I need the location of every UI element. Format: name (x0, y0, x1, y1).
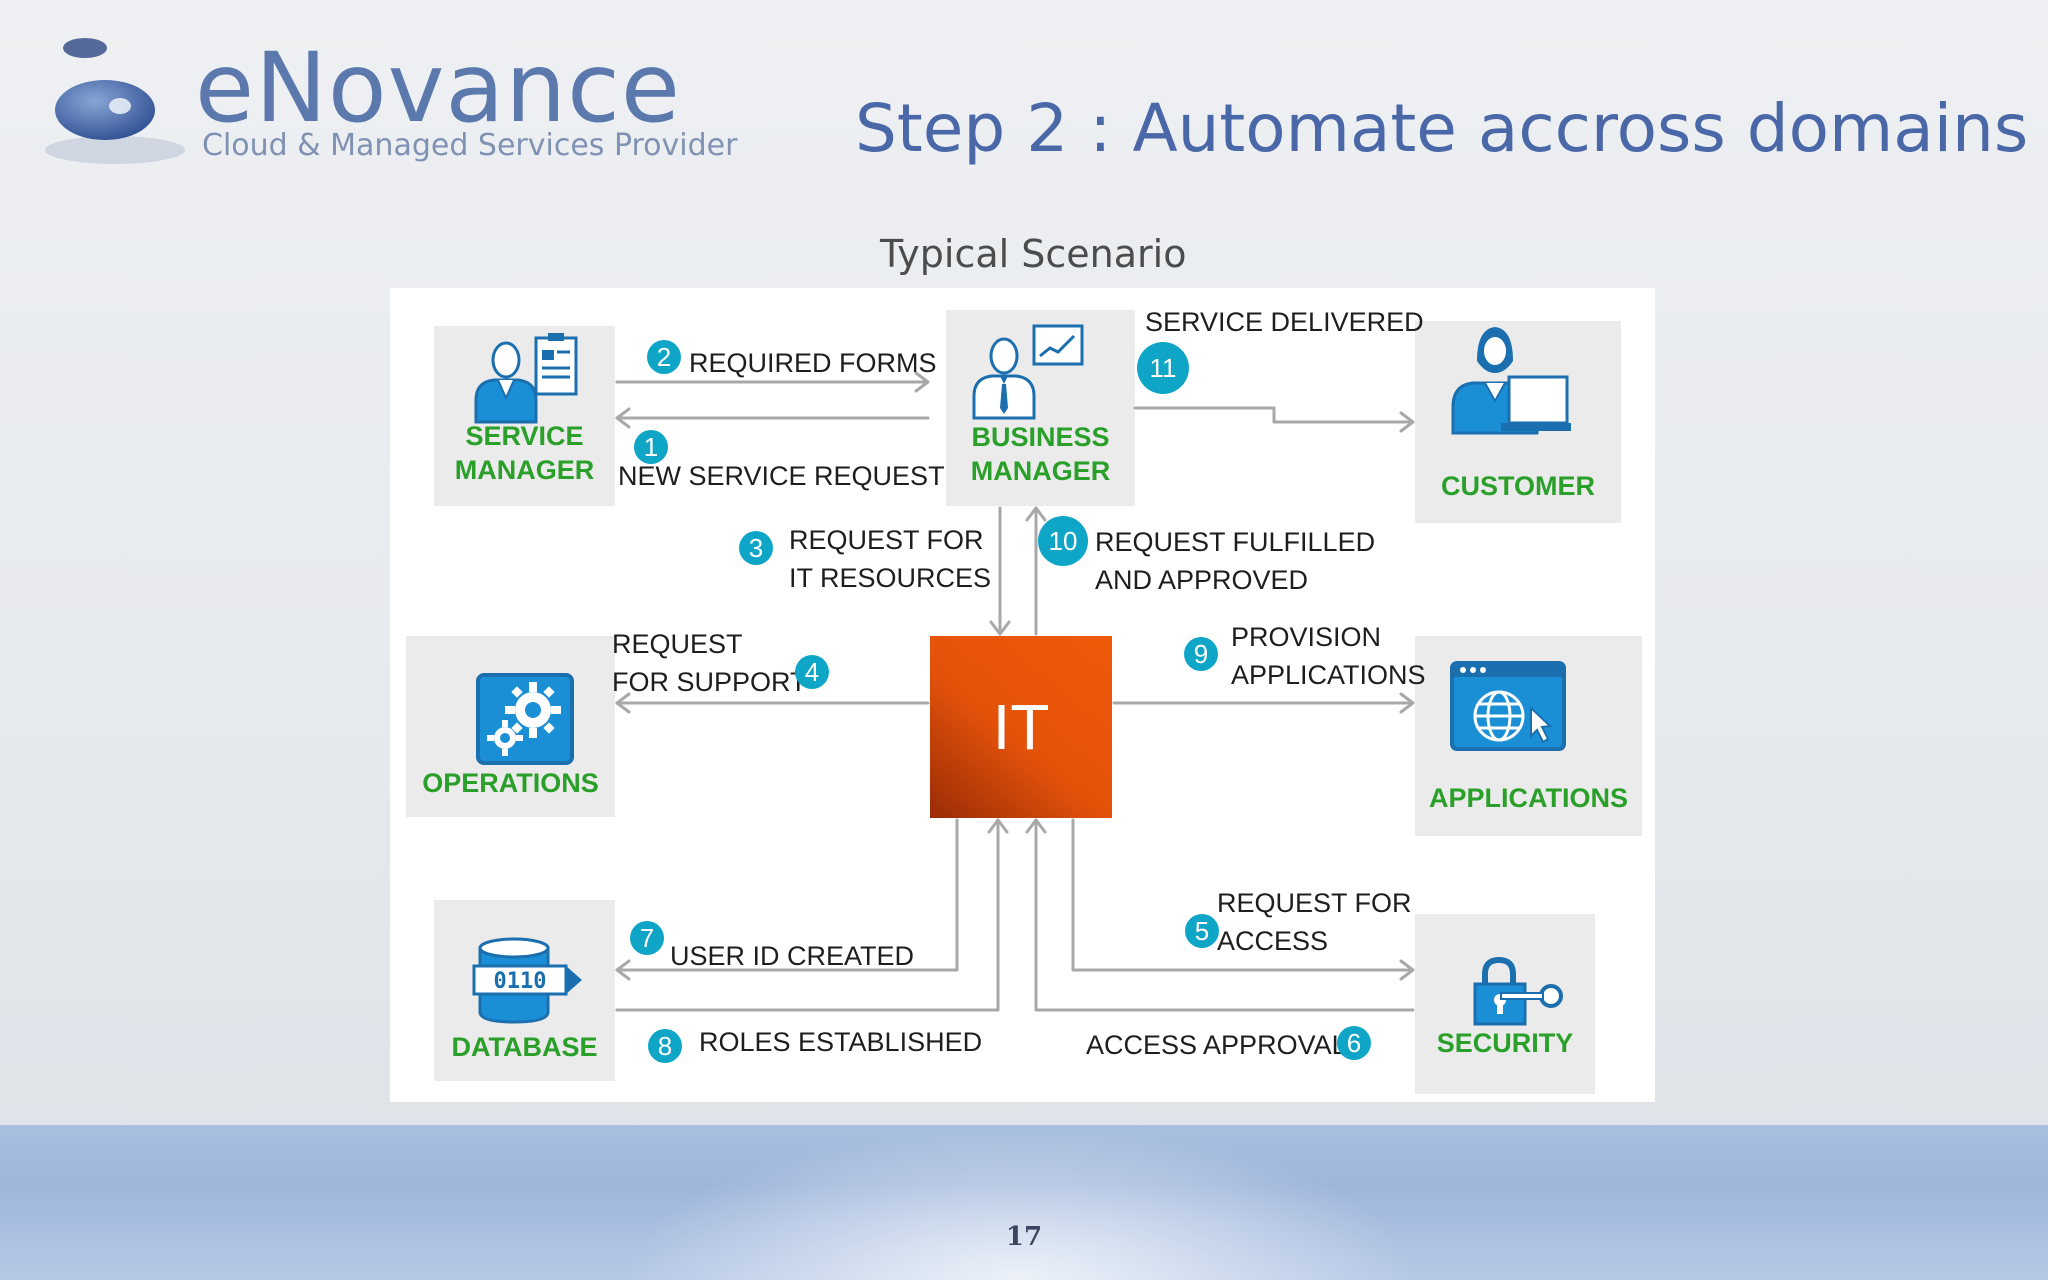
node-database: 0110 DATABASE (434, 900, 615, 1081)
step-3-badge: 3 (739, 531, 773, 565)
step-7-badge: 7 (630, 921, 664, 955)
arrow-request-it-resources (989, 506, 1011, 636)
step-6-label: ACCESS APPROVAL (1086, 1030, 1347, 1060)
business-manager-label: BUSINESS MANAGER (970, 422, 1111, 486)
step-11-label: SERVICE DELIVERED (1145, 307, 1424, 337)
arrow-user-id-created (615, 818, 959, 981)
lock-key-icon (1473, 956, 1563, 1026)
step-3-label: REQUEST FOR IT RESOURCES (789, 525, 992, 593)
node-applications: APPLICATIONS (1415, 636, 1642, 836)
arrow-roles-established (615, 818, 1009, 1012)
enovance-logo: eNovance Cloud & Managed Services Provid… (40, 32, 737, 173)
step-5-label: REQUEST FOR ACCESS (1217, 888, 1412, 956)
step-8-badge: 8 (648, 1029, 682, 1063)
diagram-subtitle: Typical Scenario (880, 232, 1187, 276)
business-manager-icon (972, 324, 1084, 420)
step-2-badge: 2 (647, 340, 681, 374)
arrow-new-service-request (615, 407, 930, 429)
gears-icon (476, 673, 574, 765)
step-5-badge: 5 (1185, 914, 1219, 948)
arrow-service-delivered (1133, 406, 1415, 433)
node-service-manager: SERVICE MANAGER (434, 326, 615, 506)
node-customer: CUSTOMER (1415, 321, 1621, 523)
logo-mark-icon (45, 38, 185, 164)
service-manager-icon (474, 333, 578, 424)
step-10-badge: 10 (1038, 516, 1088, 566)
step-1-label: NEW SERVICE REQUEST (618, 461, 945, 491)
step-8-label: ROLES ESTABLISHED (699, 1027, 983, 1057)
step-9-label: PROVISION APPLICATIONS (1231, 622, 1426, 690)
node-it: IT (930, 636, 1112, 818)
step-7-label: USER ID CREATED (670, 941, 915, 971)
step-2-label: REQUIRED FORMS (689, 348, 937, 378)
step-10-label: REQUEST FULFILLED AND APPROVED (1095, 527, 1376, 595)
slide-title: Step 2 : Automate accross domains (855, 90, 2029, 167)
svg-text:0110: 0110 (494, 969, 547, 994)
arrow-provision-applications (1112, 692, 1415, 714)
customer-label: CUSTOMER (1440, 471, 1595, 501)
security-label: SECURITY (1436, 1028, 1574, 1058)
arrow-request-support (615, 692, 930, 714)
step-11-badge: 11 (1137, 342, 1189, 394)
node-business-manager: BUSINESS MANAGER (946, 310, 1135, 506)
operations-label: OPERATIONS (422, 768, 599, 798)
step-6-badge: 6 (1337, 1026, 1371, 1060)
web-application-icon (1450, 661, 1566, 751)
arrow-required-forms (615, 371, 930, 393)
it-label: IT (992, 691, 1050, 763)
footer-band (0, 1125, 2048, 1280)
step-1-badge: 1 (634, 430, 668, 464)
node-security: SECURITY (1415, 914, 1595, 1094)
database-label: DATABASE (451, 1032, 598, 1062)
logo-tagline: Cloud & Managed Services Provider (202, 128, 738, 163)
applications-label: APPLICATIONS (1428, 783, 1628, 813)
step-4-label: REQUEST FOR SUPPORT (612, 629, 807, 697)
service-manager-label: SERVICE MANAGER (454, 421, 595, 485)
arrow-request-access (1071, 818, 1415, 981)
step-9-badge: 9 (1184, 637, 1218, 671)
arrow-access-approval (1025, 818, 1415, 1012)
database-icon: 0110 (472, 937, 582, 1024)
page-number: 17 (1005, 1222, 1043, 1252)
step-4-badge: 4 (795, 655, 829, 689)
node-operations: OPERATIONS (406, 636, 615, 817)
customer-icon (1451, 327, 1571, 435)
arrow-request-fulfilled (1025, 506, 1047, 636)
logo-wordmark: eNovance (195, 32, 681, 144)
